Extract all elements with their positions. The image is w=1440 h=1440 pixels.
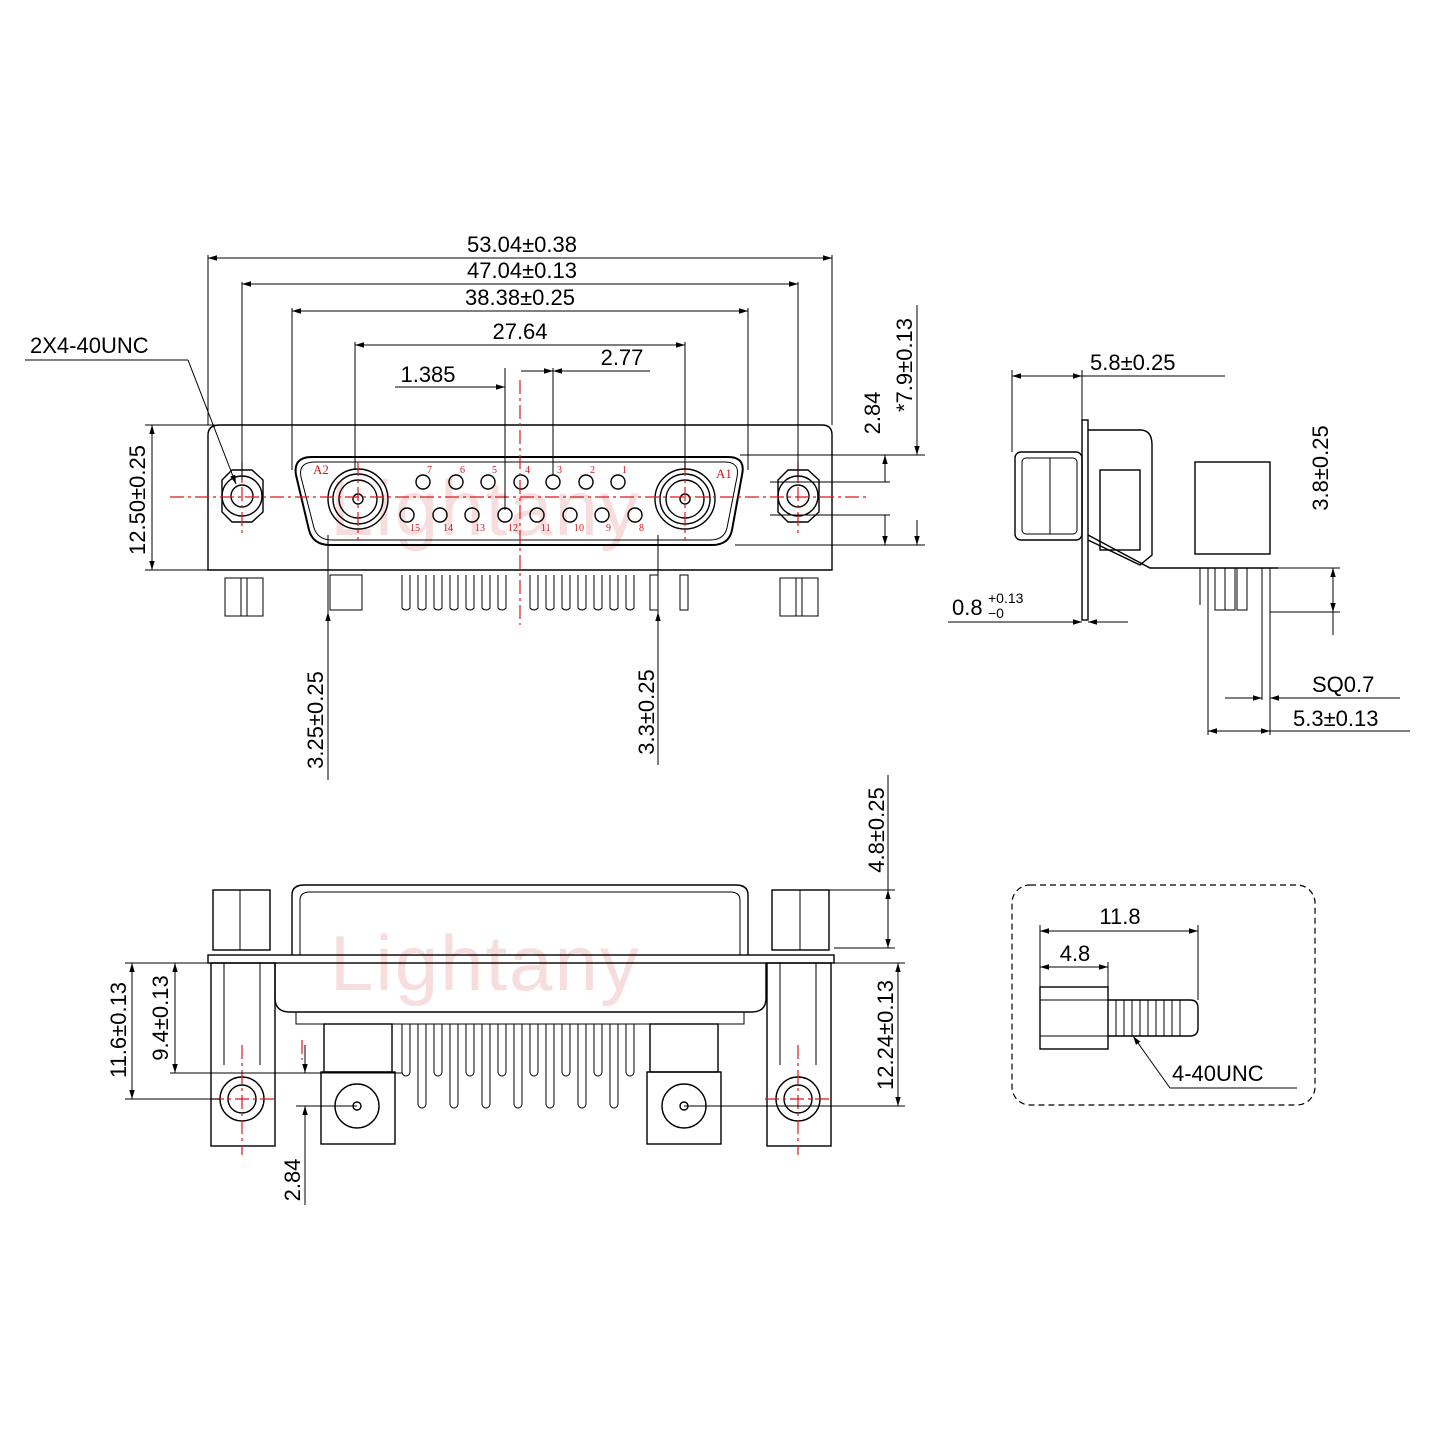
pin-number: 10: [574, 523, 584, 534]
pin-number: 3: [557, 465, 562, 476]
pin-number: 5: [492, 465, 497, 476]
bottom-flange: [207, 954, 835, 964]
pin-number: 11: [541, 523, 551, 534]
bottom-coax-left: [320, 1071, 396, 1145]
bottom-hex-left: [212, 889, 271, 951]
bottom-view: 4.8±0.25 11.6±0.13 9.4±0.13 12.24±0.13 2…: [106, 775, 905, 1205]
dim-row-offset: 2.84: [860, 392, 885, 435]
coax-label-a2: A2: [313, 462, 329, 477]
dim-screw-hex-length: 4.8: [1060, 941, 1091, 966]
dim-hole-center: 11.6±0.13: [106, 982, 131, 1078]
pin-number: 13: [475, 523, 485, 534]
dim-left-pin-offset: 3.25±0.25: [303, 671, 328, 769]
side-flange: [1081, 419, 1089, 621]
dim-flange-base: 0.8: [952, 595, 983, 620]
dim-pin-length: 3.8±0.25: [1308, 425, 1333, 510]
pin-number: 6: [460, 465, 465, 476]
dim-flange-tol-upper: +0.13: [988, 590, 1024, 606]
front-view: A2 A1 7 6 5 4 3 2 1 15 14 13 12 11 10 9 …: [25, 232, 925, 780]
bottom-leg-left: [210, 962, 276, 1147]
front-d-shell: [294, 456, 744, 546]
callout-mount-thread: 2X4-40UNC: [30, 333, 149, 358]
callout-screw-thread: 4-40UNC: [1172, 1061, 1264, 1086]
front-flange: [207, 424, 833, 571]
pin-number: 15: [410, 523, 420, 534]
pin-number: 8: [639, 523, 644, 534]
pin-number: 1: [622, 465, 627, 476]
dim-coax-offset: 12.24±0.13: [873, 980, 898, 1090]
dim-star-height: *7.9±0.13: [892, 318, 917, 412]
pin-number: 14: [443, 523, 453, 534]
dim-row-spacing: 2.84: [280, 1159, 305, 1202]
dim-right-pin-offset: 3.3±0.25: [634, 669, 659, 754]
dim-pin-row: 9.4±0.13: [148, 975, 173, 1060]
side-view: 5.8±0.25 3.8±0.25 0.8 +0.13 −0 SQ0.7 5.3…: [948, 350, 1410, 735]
dim-depth: 5.8±0.25: [1090, 350, 1175, 375]
side-body: [1194, 461, 1271, 555]
dim-pin-offset: 1.385: [400, 362, 455, 387]
pin-number: 9: [606, 523, 611, 534]
bottom-row-pins: [399, 507, 643, 523]
dim-coax-pitch: 27.64: [492, 319, 547, 344]
screw-hex-head: [1039, 986, 1109, 1050]
dim-overall-width: 53.04±0.38: [467, 232, 577, 257]
dim-flange-tol-lower: −0: [988, 605, 1004, 621]
dim-pin-pitch: 2.77: [601, 345, 644, 370]
bottom-shell: [291, 884, 749, 955]
bottom-leg-right: [766, 962, 832, 1147]
dim-screw-length: 11.8: [1099, 904, 1140, 929]
bottom-coax-right: [646, 1071, 722, 1145]
pin-number: 7: [427, 465, 432, 476]
dim-mount-hole-pitch: 47.04±0.13: [467, 258, 577, 283]
pin-number: 2: [590, 465, 595, 476]
pin-number: 4: [525, 465, 530, 476]
dim-flange-thickness: 0.8 +0.13 −0: [952, 590, 1024, 621]
pin-number: 12: [508, 523, 518, 534]
coax-label-a1: A1: [716, 466, 732, 481]
front-dimensions: 53.04±0.38 47.04±0.13 38.38±0.25 27.64 1…: [25, 232, 925, 780]
screw-thread: [1108, 999, 1199, 1037]
screw-detail: 11.8 4.8 4-40UNC: [1011, 884, 1316, 1106]
dim-shell-width: 38.38±0.25: [465, 285, 575, 310]
front-pin-tails: [224, 574, 819, 617]
side-screw-hex: [1014, 451, 1083, 541]
dim-pin-row-offset: 5.3±0.13: [1293, 706, 1378, 731]
watermark-front: Lightany: [330, 464, 641, 552]
dim-pin-square: SQ0.7: [1312, 672, 1374, 697]
dim-hex-height: 4.8±0.25: [864, 787, 889, 872]
dim-height: 12.50±0.25: [125, 445, 150, 555]
bottom-signal-pins: [401, 1024, 635, 1109]
